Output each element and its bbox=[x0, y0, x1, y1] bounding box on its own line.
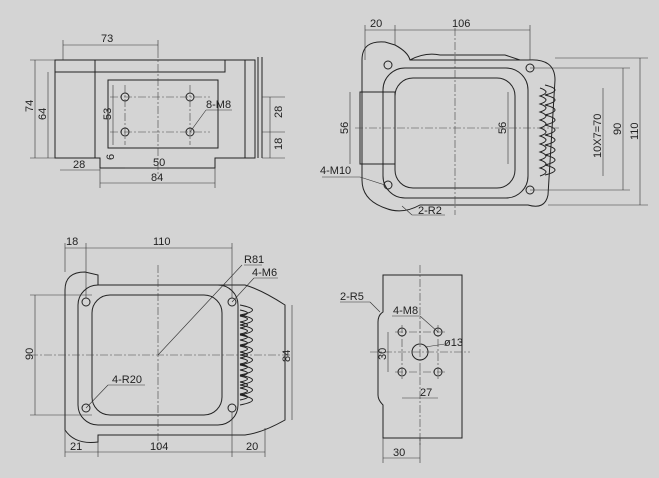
dim-30-v: 30 bbox=[377, 348, 389, 360]
dim-28-right: 28 bbox=[273, 106, 285, 118]
callout-4-m6: 4-M6 bbox=[252, 267, 277, 279]
dim-110: 110 bbox=[153, 236, 171, 248]
callout-r81: R81 bbox=[244, 254, 264, 266]
dim-104: 104 bbox=[150, 441, 168, 453]
dim-84: 84 bbox=[151, 172, 163, 184]
dim-110: 110 bbox=[629, 122, 641, 140]
dim-21: 21 bbox=[70, 441, 82, 453]
dim-27: 27 bbox=[420, 387, 432, 399]
dim-28-bottom: 28 bbox=[73, 159, 85, 171]
dim-90-left: 90 bbox=[24, 348, 36, 360]
dim-30-bottom: 30 bbox=[393, 447, 405, 459]
callout-4-r20: 4-R20 bbox=[112, 374, 142, 386]
dim-84-right: 84 bbox=[281, 350, 293, 362]
callout-4-m8: 4-M8 bbox=[393, 305, 418, 317]
dim-106: 106 bbox=[452, 18, 470, 30]
callout-2-r5: 2-R5 bbox=[340, 291, 364, 303]
dim-53: 53 bbox=[102, 108, 114, 120]
dim-fins: 10X7=70 bbox=[592, 114, 604, 158]
callout-phi13: ø13 bbox=[444, 337, 463, 349]
dim-18: 18 bbox=[66, 236, 78, 248]
dim-73: 73 bbox=[101, 33, 113, 45]
dim-20: 20 bbox=[370, 18, 382, 30]
bottom-left-view: 18 110 90 84 21 104 20 R81 4-M6 4-R20 bbox=[24, 236, 293, 457]
dim-18: 18 bbox=[273, 138, 285, 150]
callout-2-r2: 2-R2 bbox=[418, 205, 442, 217]
dim-64: 64 bbox=[37, 108, 49, 120]
callout-4-m10: 4-M10 bbox=[320, 165, 351, 177]
dim-90: 90 bbox=[612, 123, 624, 135]
dim-56-mid: 56 bbox=[497, 122, 509, 134]
side-view: 30 27 30 2-R5 4-M8 ø13 bbox=[340, 265, 470, 463]
dim-6: 6 bbox=[105, 154, 117, 160]
callout-8-m8: 8-M8 bbox=[206, 99, 231, 111]
top-right-view: 20 106 56 56 10X7=70 90 110 4-M10 2-R2 bbox=[320, 18, 648, 217]
dim-56-left: 56 bbox=[339, 122, 351, 134]
dim-20: 20 bbox=[246, 441, 258, 453]
dim-74: 74 bbox=[24, 100, 36, 112]
dim-50: 50 bbox=[153, 157, 165, 169]
front-view: 73 74 64 53 28 18 28 6 50 84 8-M8 bbox=[24, 33, 285, 188]
